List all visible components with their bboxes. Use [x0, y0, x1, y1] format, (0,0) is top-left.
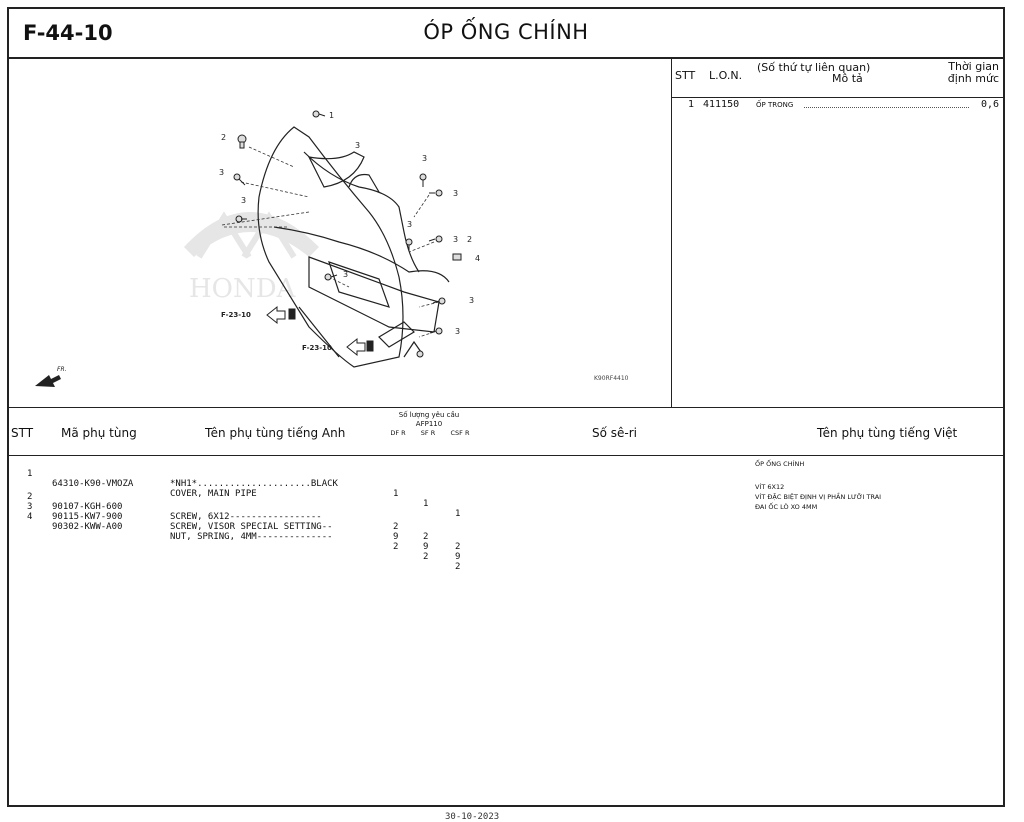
labor-row-lon: 411150: [703, 99, 740, 110]
row-name-vn: ỐP ỐNG CHÍNH: [755, 460, 805, 468]
row-name-vn: VÍT 6X12: [755, 483, 785, 491]
labor-row-stt: 1: [688, 99, 695, 110]
row-qty-sf: 2: [423, 532, 429, 542]
reference-label: F-23-10: [302, 344, 332, 352]
callout-number: 2: [467, 235, 472, 244]
table-row: 1 64310-K90-VMOZA COVER, MAIN PIPE ỐP ỐN…: [9, 459, 1003, 499]
watermark-text: HONDA: [189, 274, 297, 304]
row-qty-df: 1: [393, 489, 399, 499]
honda-watermark: HONDA: [184, 211, 319, 304]
labor-row-time: 0,6: [980, 99, 999, 110]
exploded-diagram: HONDA: [9, 57, 672, 407]
col-qty-df: DF R: [390, 429, 406, 437]
row-stt: 2: [27, 492, 33, 502]
labor-col-time-line2: định mức: [947, 72, 999, 85]
row-stt: 3: [27, 502, 33, 512]
callout-number: 3: [422, 154, 427, 163]
row-name-vn: VÍT ĐẶC BIỆT ĐỊNH VỊ PHẦN LƯỠI TRAI: [755, 493, 882, 501]
callout-number: 3: [453, 189, 458, 198]
col-qty-sf: SF R: [420, 429, 436, 437]
row-name-en: SCREW, VISOR SPECIAL SETTING--: [170, 522, 333, 532]
row-qty-df: 2: [393, 522, 399, 532]
row-name-en: NUT, SPRING, 4MM--------------: [170, 532, 333, 542]
row-qty-sf: 9: [423, 542, 429, 552]
labor-row-desc: ỐP TRONG: [756, 101, 794, 109]
reference-label: F-23-10: [221, 311, 251, 319]
row-name-en-line2: *NH1*.....................BLACK: [170, 479, 338, 489]
callout-number: 1: [329, 111, 334, 120]
row-part-no: 90302-KWW-A00: [52, 522, 123, 532]
divider: [672, 97, 1003, 98]
col-stt: STT: [11, 426, 34, 440]
callout-number: 3: [407, 220, 412, 229]
callout-number: 3: [453, 235, 458, 244]
row-qty-df: 2: [393, 542, 399, 552]
callout-number: 3: [241, 196, 246, 205]
footer-date: 30-10-2023: [445, 812, 500, 822]
front-arrow-icon: [35, 375, 61, 387]
catalog-page: F-44-10 ÓP ỐNG CHÍNH HONDA: [7, 7, 1005, 807]
table-row-continuation: *NH1*.....................BLACK 1 1 1: [9, 469, 1003, 519]
row-qty-sf: 1: [423, 499, 429, 509]
front-label: FR.: [57, 366, 67, 373]
row-name-en: SCREW, 6X12-----------------: [170, 512, 322, 522]
callout-number: 4: [475, 254, 480, 263]
page-header: F-44-10 ÓP ỐNG CHÍNH: [9, 9, 1003, 59]
main-pipe-cover: [257, 126, 450, 368]
table-row: 2 90107-KGH-600 SCREW, 6X12-------------…: [9, 482, 1003, 552]
dot-leader: [804, 101, 969, 108]
row-qty-sf: 2: [423, 552, 429, 562]
labor-col-related: (Số thứ tự liên quan): [757, 61, 871, 74]
col-qty-group: Số lượng yêu cầu AFP110: [384, 411, 474, 429]
labor-row: 1 411150 ỐP TRONG 0,6: [672, 99, 1003, 113]
section-code: F-44-10: [23, 21, 113, 45]
row-part-no: 90115-KW7-900: [52, 512, 123, 522]
labor-col-desc: Mô tả: [832, 72, 863, 85]
qty-title: Số lượng yêu cầu: [398, 411, 460, 419]
figure-id: K90RF4410: [594, 375, 629, 382]
row-name-en: COVER, MAIN PIPE: [170, 489, 257, 499]
reference-arrows: [266, 305, 374, 357]
row-part-no: 64310-K90-VMOZA: [52, 479, 134, 489]
screw-icons: [233, 110, 462, 358]
parts-table-header: STT Mã phụ tùng Tên phụ tùng tiếng Anh S…: [9, 407, 1003, 456]
page-title: ÓP ỐNG CHÍNH: [423, 20, 589, 44]
labor-col-lon: L.O.N.: [709, 69, 743, 82]
leader-lines: [221, 146, 440, 338]
labor-col-stt: STT: [675, 69, 696, 82]
row-part-no: 90107-KGH-600: [52, 502, 123, 512]
row-stt: 1: [27, 469, 33, 479]
table-row: 4 90302-KWW-A00 NUT, SPRING, 4MM--------…: [9, 502, 1003, 572]
table-row: 3 90115-KW7-900 SCREW, VISOR SPECIAL SET…: [9, 492, 1003, 562]
callout-number: 3: [455, 327, 460, 336]
labor-col-time: Thời gian định mức: [948, 61, 999, 85]
col-part-no: Mã phụ tùng: [61, 426, 137, 440]
row-qty-csf: 1: [455, 509, 461, 519]
callout-number: 3: [343, 270, 348, 279]
row-qty-csf: 9: [455, 552, 461, 562]
callout-number: 3: [469, 296, 474, 305]
callout-number: 2: [221, 133, 226, 142]
callout-number: 3: [355, 141, 360, 150]
row-stt: 4: [27, 512, 33, 522]
row-qty-csf: 2: [455, 542, 461, 552]
row-qty-df: 9: [393, 532, 399, 542]
col-name-en: Tên phụ tùng tiếng Anh: [205, 426, 346, 440]
col-name-vn: Tên phụ tùng tiếng Việt: [817, 426, 958, 440]
labor-time-table: STT L.O.N. (Số thứ tự liên quan) Mô tả T…: [672, 57, 1003, 407]
qty-model: AFP110: [415, 420, 443, 428]
labor-col-time-line1: Thời gian: [948, 60, 999, 73]
diagram-drawing: HONDA: [35, 110, 480, 387]
col-qty-csf: CSF R: [450, 429, 470, 437]
col-serial: Số sê-ri: [592, 426, 638, 440]
row-qty-csf: 2: [455, 562, 461, 572]
row-name-vn: ĐAI ỐC LÒ XO 4MM: [755, 503, 818, 511]
callout-number: 3: [219, 168, 224, 177]
